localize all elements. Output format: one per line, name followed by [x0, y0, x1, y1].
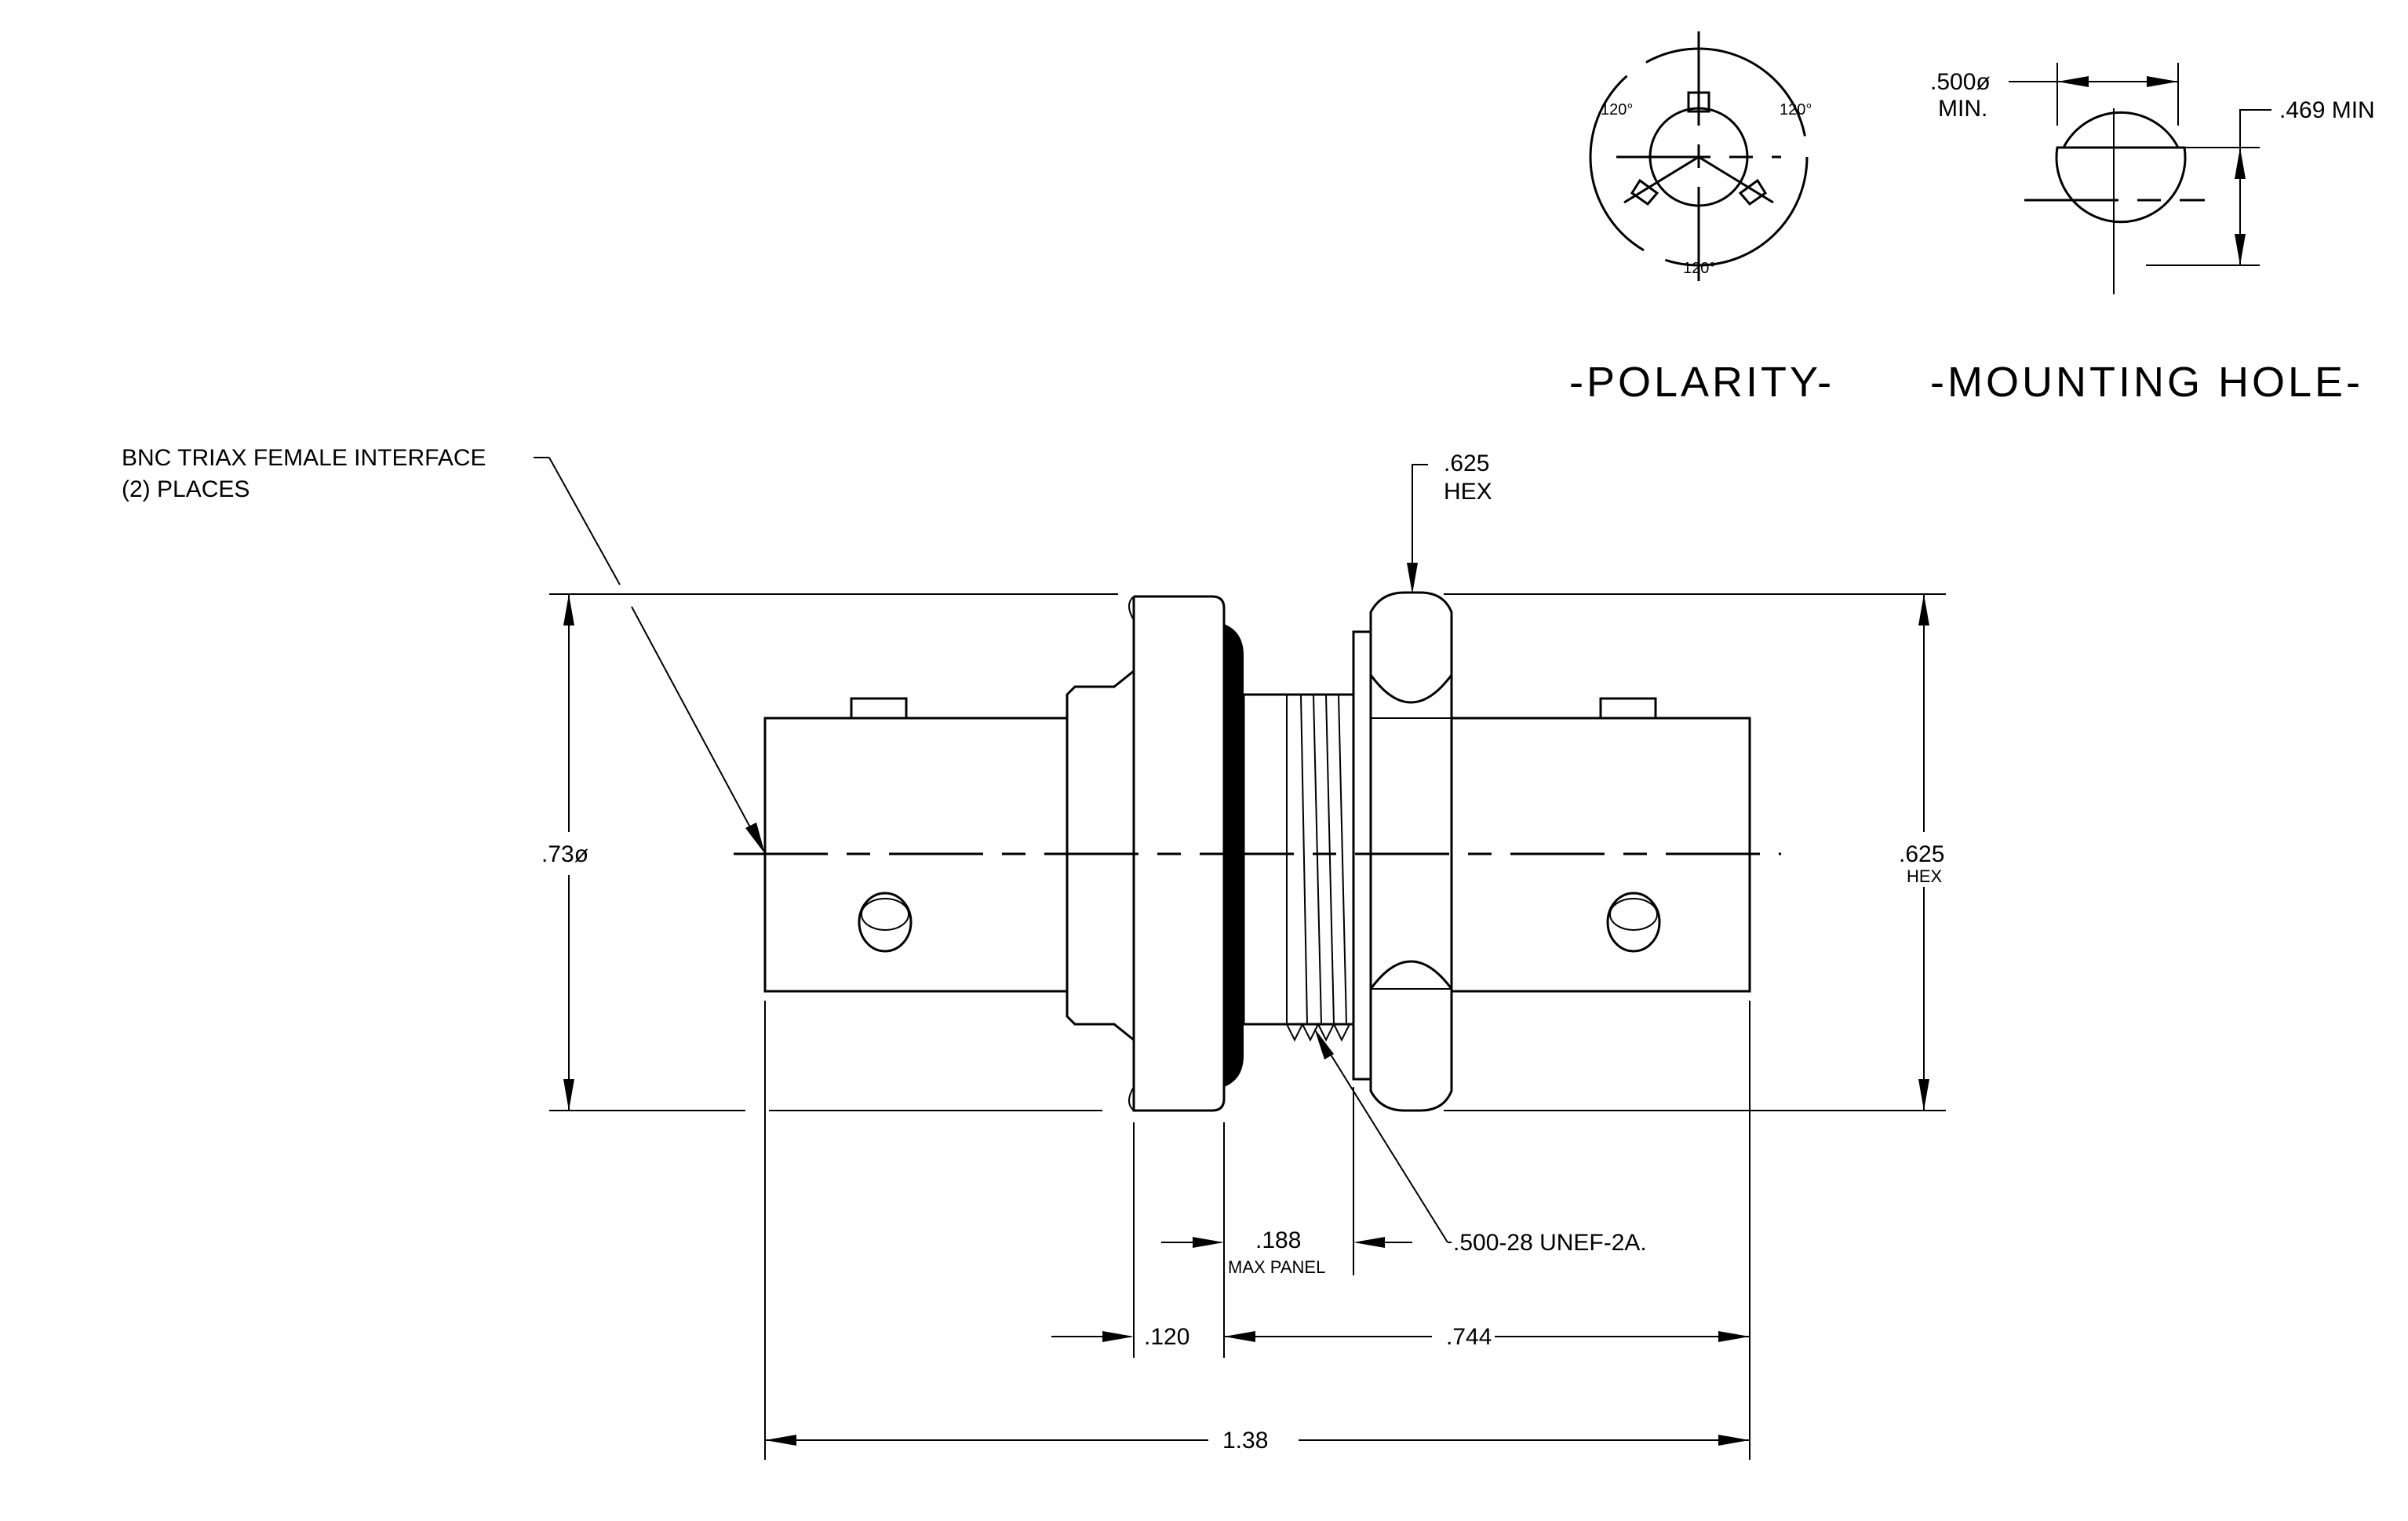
hex-dimension-unit: HEX [1907, 866, 1943, 886]
thread-line [1325, 694, 1335, 1025]
leader-line [1317, 1034, 1448, 1243]
polarity-angle-label: 120° [1683, 260, 1715, 277]
threaded-body [1242, 693, 1355, 1026]
polarity-view: 120° 120° 120° -POLARITY- [1569, 31, 1834, 406]
dimension-arrow [563, 1079, 574, 1111]
leader-line [631, 606, 762, 848]
thread-callout: .500-28 UNEF-2A. [1453, 1230, 1647, 1256]
dimension-arrow [1718, 1435, 1750, 1446]
dimension-arrow [1918, 1079, 1929, 1111]
thread-line [1300, 694, 1308, 1025]
mounting-hole-title: -MOUNTING HOLE- [1930, 359, 2363, 406]
diameter-dimension: .73ø [541, 841, 588, 867]
flange-fillet [1128, 1086, 1135, 1111]
leader-arrow [745, 823, 765, 854]
interface-callout: (2) PLACES [122, 476, 250, 502]
panel-dimension-unit: MAX PANEL [1228, 1257, 1325, 1277]
dimension-arrow [1193, 1237, 1224, 1248]
hex-nut-face-lower [1369, 960, 1453, 990]
interface-callout: BNC TRIAX FEMALE INTERFACE [122, 445, 486, 471]
dimension-arrow [2235, 234, 2246, 265]
mounting-hole-outline [2055, 146, 2187, 224]
dimension-arrow [2235, 148, 2246, 179]
left-bayonet-pin [858, 892, 913, 953]
leader-arrow [1314, 1028, 1334, 1060]
body-length-dimension: .744 [1446, 1324, 1492, 1350]
lock-washer [1352, 630, 1372, 1081]
hex-nut-face-upper [1369, 674, 1453, 704]
hex-top-dimension-unit: HEX [1444, 479, 1492, 505]
left-shoulder [1066, 668, 1135, 1043]
leader-line [548, 457, 621, 585]
mounting-hole-top-arc [2062, 111, 2180, 148]
hex-top-dimension: .625 [1444, 450, 1489, 476]
right-bayonet-stud-top [1599, 697, 1657, 720]
polarity-key-right [1738, 178, 1768, 206]
connector-side-view [734, 591, 1781, 1112]
mounting-flange [1132, 595, 1226, 1112]
dimension-arrow [765, 1435, 796, 1446]
thread-line [1338, 694, 1347, 1025]
dimension-arrow [1718, 1331, 1750, 1342]
flange-fillet [1128, 596, 1135, 621]
mounting-hole-diameter: .500ø [1930, 69, 1991, 95]
polarity-angle-label: 120° [1780, 101, 1812, 119]
left-bayonet-pin-top [861, 898, 909, 931]
dimension-arrow [1918, 594, 1929, 626]
dimension-arrow [1102, 1331, 1134, 1342]
dimension-arrow [563, 594, 574, 626]
dimension-arrow [2057, 76, 2089, 87]
hex-nut [1369, 591, 1453, 1112]
dimension-arrow [2147, 76, 2178, 87]
polarity-angle-label: 120° [1601, 101, 1633, 119]
connector-dimensions: .73ø .625 HEX .625 HEX BNC TRIAX FEMALE … [122, 445, 1946, 1460]
flange-dimension: .120 [1144, 1324, 1189, 1350]
dimension-arrow [1407, 563, 1418, 594]
mounting-hole-flat: .469 MIN [2279, 97, 2375, 123]
polarity-title: -POLARITY- [1569, 359, 1834, 406]
hex-dimension: .625 [1899, 841, 1944, 867]
dimension-arrow [1353, 1237, 1385, 1248]
overall-length-dimension: 1.38 [1222, 1428, 1268, 1454]
right-bayonet-pin [1606, 892, 1661, 953]
mounting-hole-diameter-unit: MIN. [1938, 96, 1987, 122]
leader-line [2239, 109, 2271, 148]
panel-dimension: .188 [1255, 1227, 1301, 1253]
thread-teeth [1286, 1022, 1350, 1042]
right-bayonet-pin-top [1609, 898, 1658, 931]
gasket [1224, 624, 1244, 1087]
leader-line [1412, 464, 1428, 590]
polarity-key-left [1630, 178, 1659, 206]
left-bayonet-stud-top [850, 697, 908, 720]
thread-line [1313, 694, 1322, 1025]
mounting-hole-view: .500ø MIN. .469 MIN -MOUNTING HOLE- [1930, 63, 2375, 406]
